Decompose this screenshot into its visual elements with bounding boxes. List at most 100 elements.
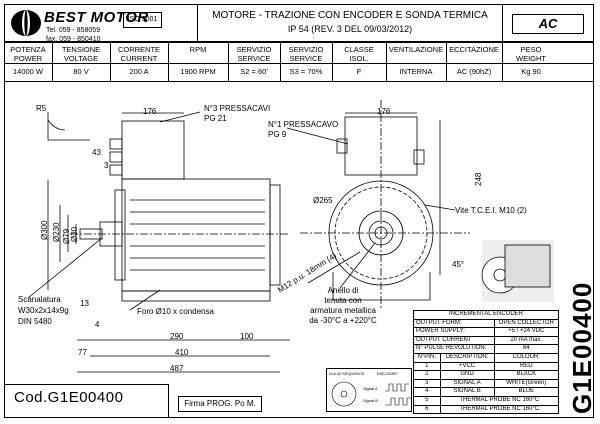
encoder-table-cell: BLACK [493,370,560,380]
spline-line-3: DIN 5480 [18,317,52,326]
dim-410: 410 [175,348,189,357]
seal-line-2: tenuta con [324,296,362,305]
sequence-label: N-A-W SEQUENCE [329,371,365,376]
label-drain-hole: Foro Ø10 x condensa [137,307,214,316]
spec-value: 14000 W [12,67,44,76]
encoder-table-cell: 3 [413,378,441,389]
vertical-code-box: G1E00400 [563,228,597,418]
dim-487: 487 [170,364,184,373]
spline-line-1: Scanalatura [18,295,61,304]
spec-value: S3 = 70% [289,67,323,76]
encoder-table-cell: SIGNAL A [439,378,495,389]
spec-header-line-1: CLASSE [344,45,374,54]
dim-dia-265: Ø265 [313,196,333,205]
dim-77: 77 [78,348,87,357]
encoder-table-cell: POWER SUPPLY: [413,327,495,337]
dim-r5: R5 [36,104,47,113]
encoder-table-cell: WHITE(Green) [493,378,560,389]
signal-a-label: Signal A [363,386,378,391]
label-n3-cable-glands: N°3 PRESSACAVI [204,104,271,113]
seal-line-4: da -30°C a +220°C [309,316,377,325]
company-contacts: Tel. 059 - 858059 fax. 059 - 850410 [46,26,101,44]
spec-column-divider [280,42,281,82]
spec-header-line-2: SERVICE [237,54,271,63]
encoder-table-cell: OUTPUT CURRENT [413,335,495,346]
dim-100: 100 [240,332,254,341]
spec-header-line-1: ECCITAZIONE [449,45,499,54]
encoder-table-row: INCREMENTAL ENCODER [413,310,559,320]
dim-3: 3 [104,161,109,170]
encoder-table-row: N° PULSE REVOLUTION:64 [413,344,560,354]
spec-header: VENTILAZIONE [386,45,446,54]
part-code: Cod.G1E00400 [14,389,124,406]
encoder-table-row: POWER SUPPLY:+5 / +24 VDC [413,327,560,337]
company-logo-icon [11,10,41,36]
label-pg9: PG 9 [268,130,287,139]
spec-column-divider [228,42,229,82]
company-fax: fax. 059 - 850410 [46,36,101,43]
spec-value: F [356,67,362,76]
seal-line-3: armatura metallica [310,306,376,315]
spec-header-line-1: RPM [189,45,207,54]
spec-header-line-1: POTENZA [10,45,46,54]
spec-column-divider [332,42,333,82]
signal-sequence-diagram: N-A-W SEQUENCE ENCODER Signal A Signal B [326,368,412,412]
spec-header-line-1: SERVIZIO [236,45,272,54]
encoder-table-cell: BLUE [493,387,560,397]
spec-header-line-1: TENSIONE [61,45,101,54]
spec-table [4,42,594,82]
encoder-table-cell: 64 [493,344,560,354]
spec-column-divider [168,42,169,82]
dim-248: 248 [474,172,483,186]
encoder-table-cell: +VCC [439,361,495,372]
dim-4: 4 [95,320,100,329]
pulse-waveform-icon [385,383,411,406]
encoder-table-row: N°PIN:DESCRIPTION:COLOUR: [413,352,560,363]
dim-dia-30: Ø30 [70,226,79,242]
encoder-table-cell: OUTPUT FORM: [413,318,495,329]
spec-header-line-2: POWER [13,54,43,63]
spec-value: 1900 RPM [180,67,216,76]
spec-column-divider [502,42,503,82]
encoder-table-cell: +5 / +24 VDC [493,327,560,337]
spec-column-divider [446,42,447,82]
encoder-table-cell: DESCRIPTION: [439,352,495,363]
spline-line-2: W30x2x14x9g [18,306,69,315]
iso-badge: ISO 9001 [123,12,162,28]
spec-header-line-2: CURRENT [120,54,158,63]
label-seal-ring: Anello di tenuta con armatura metallica … [309,286,377,326]
ac-badge: AC [512,14,584,34]
spec-value: Kg 90 [521,67,541,76]
dim-dia-230: Ø230 [52,222,61,242]
vertical-part-code: G1E00400 [567,281,597,414]
dim-176-front: 176 [377,107,391,116]
drawing-subtitle: IP 54 (REV. 3 DEL 09/03/2012) [287,24,413,34]
signature-box: Firma PROG. Po M. [178,396,262,412]
spec-column-divider [110,42,111,82]
dim-45-deg: 45° [452,260,465,269]
encoder-table-cell: SIGNAL B [439,387,495,397]
spec-header-line-2: WEIGHT [516,54,546,63]
encoder-table-cell: COLOUR: [493,352,560,363]
spec-value: 200 A [129,67,149,76]
dim-290: 290 [170,332,184,341]
encoder-table-cell: RED [493,361,560,372]
code-box [4,384,169,418]
spec-header-line-1: VENTILAZIONE [388,45,444,54]
label-screw: Vite T.C.E.I. M10 (2) [455,206,527,215]
spec-header: RPM [168,45,228,54]
encoder-table-cell: 2 [413,370,441,380]
encoder-table-row: OUTPUT FORM:OPEN COLLECTOR [413,318,560,329]
dim-176-side: 176 [143,107,157,116]
spec-value: INTERNA [399,67,433,76]
sequence-encoder-label: ENCODER [377,371,398,376]
